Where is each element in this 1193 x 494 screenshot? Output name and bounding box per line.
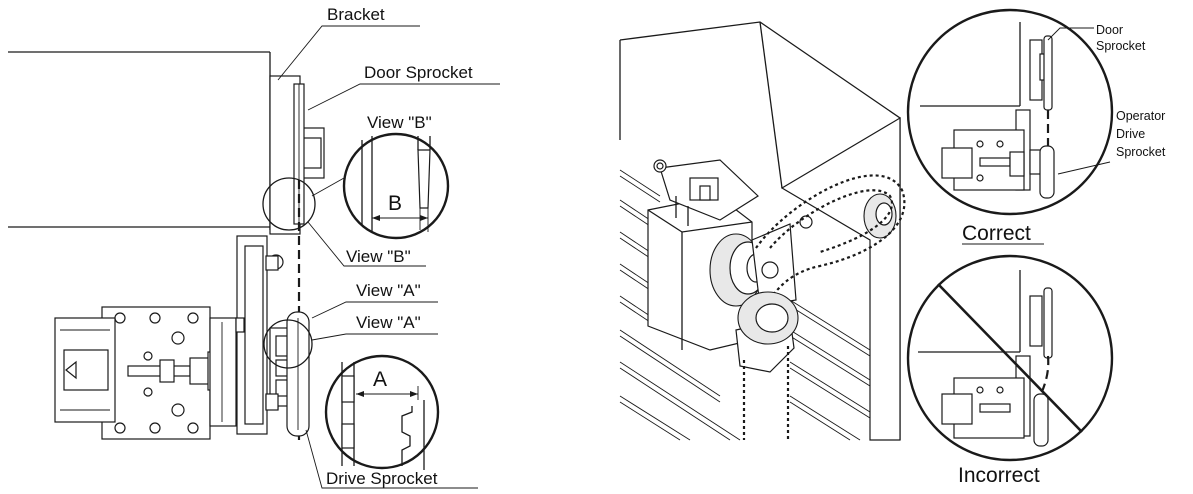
view-b-leader [307,221,426,267]
incorrect-label: Incorrect [958,464,1040,487]
view-a-leader-1 [311,301,438,319]
operator-label-line3: Sprocket [1116,145,1166,159]
isometric-diagram [619,21,906,441]
correct-label: Correct [962,222,1031,245]
view-a-callout-circle [263,319,313,369]
incorrect-slash [937,283,1083,433]
drive-sprocket-leader [305,429,478,489]
bracket-leader [277,25,420,81]
incorrect-circle [906,254,1114,462]
bracket-label: Bracket [327,5,385,24]
view-b-title: View "B" [367,113,432,132]
correct-door-label-line2: Sprocket [1096,39,1146,53]
incorrect-detail [906,254,1114,462]
dimension-a-label: A [373,368,387,391]
correct-drive-sprocket [1039,145,1055,199]
view-b-detail [342,132,450,240]
view-b-callout-label: View "B" [346,247,411,266]
left-diagram: Bracket Door Sprocket View "B" B View "B… [8,5,500,489]
correct-circle [906,8,1114,216]
dimension-b-label: B [388,192,402,215]
incorrect-drive-sprocket [1033,393,1049,447]
correct-detail [906,8,1114,216]
view-a-detail [324,354,440,470]
correct-door-sprocket-leader [1047,27,1094,41]
operator-label-line2: Drive [1116,127,1145,141]
view-a-leader-2 [311,333,438,341]
door-sprocket-label: Door Sprocket [364,63,473,82]
correct-door-label-line1: Door [1096,23,1123,37]
view-a-title: View "A" [356,281,421,300]
door-sprocket-leader [307,83,500,111]
view-b-callout-circle [262,177,316,231]
operator-label-line1: Operator [1116,109,1165,123]
door-slats [619,169,871,441]
correct-operator-leader [1057,161,1111,175]
iso-chain [755,174,906,301]
view-a-callout-label: View "A" [356,313,421,332]
drive-sprocket-label: Drive Sprocket [326,469,438,488]
